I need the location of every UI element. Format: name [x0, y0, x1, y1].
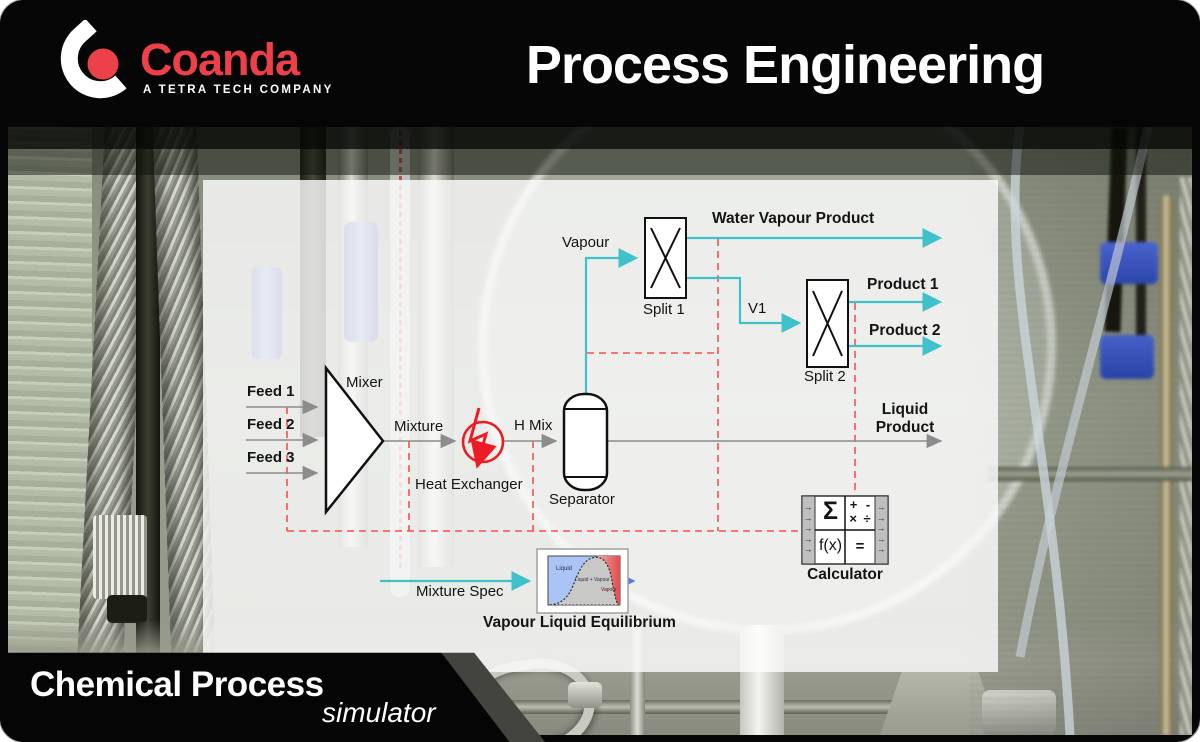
bottom-banner: Chemical Process simulator [0, 652, 510, 742]
label-feed2: Feed 2 [247, 416, 295, 433]
label-liquid-product: Liquid Product [872, 401, 938, 437]
photo-dark-band [8, 127, 1192, 149]
label-hmix: H Mix [514, 417, 553, 434]
photo-steel-fitting [880, 672, 1000, 735]
label-feed1: Feed 1 [247, 383, 295, 400]
label-liquid-product-line1: Liquid [881, 401, 929, 418]
label-mixer: Mixer [346, 374, 383, 391]
label-feed3: Feed 3 [247, 449, 295, 466]
photo-right-zone [968, 127, 1192, 735]
calc-equals-symbol: = [855, 538, 865, 555]
vle-region-vapour: Vapour [601, 587, 617, 593]
calc-ops-row2: × ÷ [849, 511, 871, 526]
calc-ops-row1: + - [849, 497, 871, 512]
label-product2: Product 2 [869, 322, 941, 339]
photo-mesh-texture [968, 127, 1192, 735]
calc-output-arrows-icon: → → → → → [876, 502, 886, 555]
label-liquid-product-line2: Product [875, 418, 935, 436]
calc-sigma-symbol: Σ [822, 497, 838, 525]
label-separator: Separator [549, 491, 615, 508]
photo-dark-band [8, 149, 1192, 175]
photo-fitting-cap [107, 595, 147, 623]
banner-subtitle: simulator [322, 697, 436, 728]
brand-tagline: A TETRA TECH COMPANY [143, 84, 334, 96]
label-vapour: Vapour [562, 234, 610, 251]
label-product1: Product 1 [867, 276, 939, 293]
photo-foil-texture [1180, 177, 1192, 735]
label-vle: Vapour Liquid Equilibrium [483, 614, 676, 631]
vle-region-liquid: Liquid [556, 566, 573, 572]
photo-blue-fitting [1100, 335, 1154, 379]
banner-title: Chemical Process [30, 665, 324, 704]
label-water-vapour-product: Water Vapour Product [712, 210, 875, 227]
header-bar: Coanda A TETRA TECH COMPANY Process Engi… [0, 0, 1200, 127]
label-mixture: Mixture [394, 418, 444, 435]
page-title: Process Engineering [525, 35, 1045, 95]
label-v1: V1 [748, 300, 767, 317]
label-calculator: Calculator [807, 566, 883, 583]
label-mixture-spec: Mixture Spec [416, 583, 504, 600]
photo-knurled-fitting [93, 515, 147, 599]
photo-brass-rod [1160, 195, 1173, 735]
photo-flange [982, 690, 1056, 735]
brand-name: Coanda [140, 34, 300, 85]
label-split1: Split 1 [643, 301, 685, 318]
photo-bolt [568, 682, 602, 708]
label-split2: Split 2 [804, 368, 846, 385]
photo-clear-tubes [1010, 127, 1153, 735]
label-heat-exchanger: Heat Exchanger [415, 476, 523, 493]
calc-input-arrows-icon: → → → → → [803, 502, 813, 555]
calc-fx-symbol: f(x) [818, 537, 843, 554]
vle-region-liquid-vapour: Liquid + Vapour [575, 577, 610, 583]
coanda-logo-icon [60, 20, 127, 99]
